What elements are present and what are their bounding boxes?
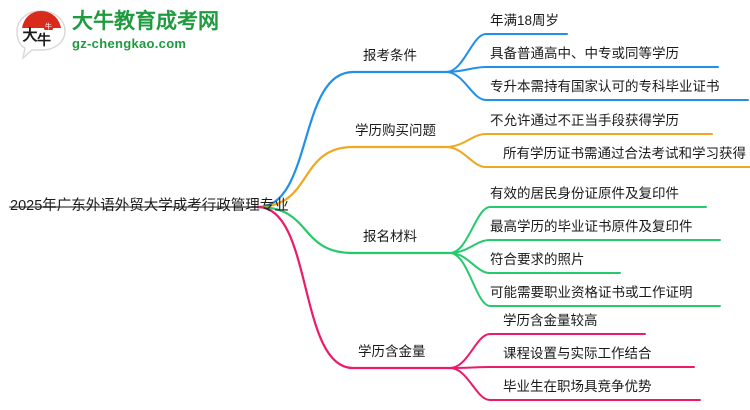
root-label: 2025年广东外语外贸大学成考行政管理专业: [10, 198, 289, 214]
leaf-curve-0-0: [445, 33, 568, 73]
branch-curve-2: [256, 205, 452, 255]
leaf-curve-3-0: [449, 333, 646, 369]
branch-label-2: 报名材料: [363, 229, 417, 244]
leaf-label-2-2: 符合要求的照片: [490, 252, 585, 267]
leaf-label-2-3: 可能需要职业资格证书或工作证明: [490, 285, 693, 300]
branch-curve-1: [256, 145, 448, 209]
branch-label-3: 学历含金量: [358, 344, 426, 359]
logo-text-block: 大牛教育成考网 gz-chengkao.com: [72, 9, 219, 52]
leaf-label-3-2: 毕业生在职场具竞争优势: [503, 379, 652, 394]
leaf-curve-2-1: [449, 239, 721, 254]
leaf-curve-1-1: [445, 146, 750, 168]
leaf-curve-0-1: [445, 66, 719, 73]
convergence-dot-3: [256, 205, 260, 209]
site-logo: 牛 大 牛 大牛教育成考网 gz-chengkao.com: [14, 6, 219, 64]
leaf-label-3-0: 学历含金量较高: [503, 313, 598, 328]
svg-text:牛: 牛: [37, 32, 51, 48]
leaf-label-1-0: 不允许通过不正当手段获得学历: [490, 113, 679, 128]
leaf-label-0-1: 具备普通高中、中专或同等学历: [490, 46, 679, 61]
leaf-curve-1-0: [445, 133, 713, 148]
leaf-curve-2-3: [449, 252, 721, 307]
svg-text:大: 大: [22, 26, 37, 44]
logo-title: 大牛教育成考网: [72, 10, 219, 33]
leaf-label-1-1: 所有学历证书需通过合法考试和学习获得: [503, 146, 746, 161]
leaf-label-0-2: 专升本需持有国家认可的专科毕业证书: [490, 79, 720, 94]
leaf-label-0-0: 年满18周岁: [490, 13, 560, 28]
leaf-label-2-0: 有效的居民身份证原件及复印件: [490, 186, 679, 201]
branch-label-0: 报考条件: [363, 48, 417, 63]
branch-curve-3: [256, 205, 452, 370]
branch-curve-0: [256, 70, 448, 209]
leaf-curve-3-2: [449, 367, 701, 401]
logo-domain: gz-chengkao.com: [72, 36, 187, 51]
daniu-speech-bubble-logo-icon: 牛 大 牛: [14, 8, 68, 60]
leaf-curve-0-2: [445, 71, 749, 101]
branch-label-1: 学历购买问题: [355, 123, 436, 138]
leaf-label-3-1: 课程设置与实际工作结合: [503, 346, 652, 361]
svg-text:牛: 牛: [45, 21, 52, 30]
leaf-curve-3-1: [449, 366, 695, 369]
leaf-label-2-1: 最高学历的毕业证书原件及复印件: [490, 219, 693, 234]
